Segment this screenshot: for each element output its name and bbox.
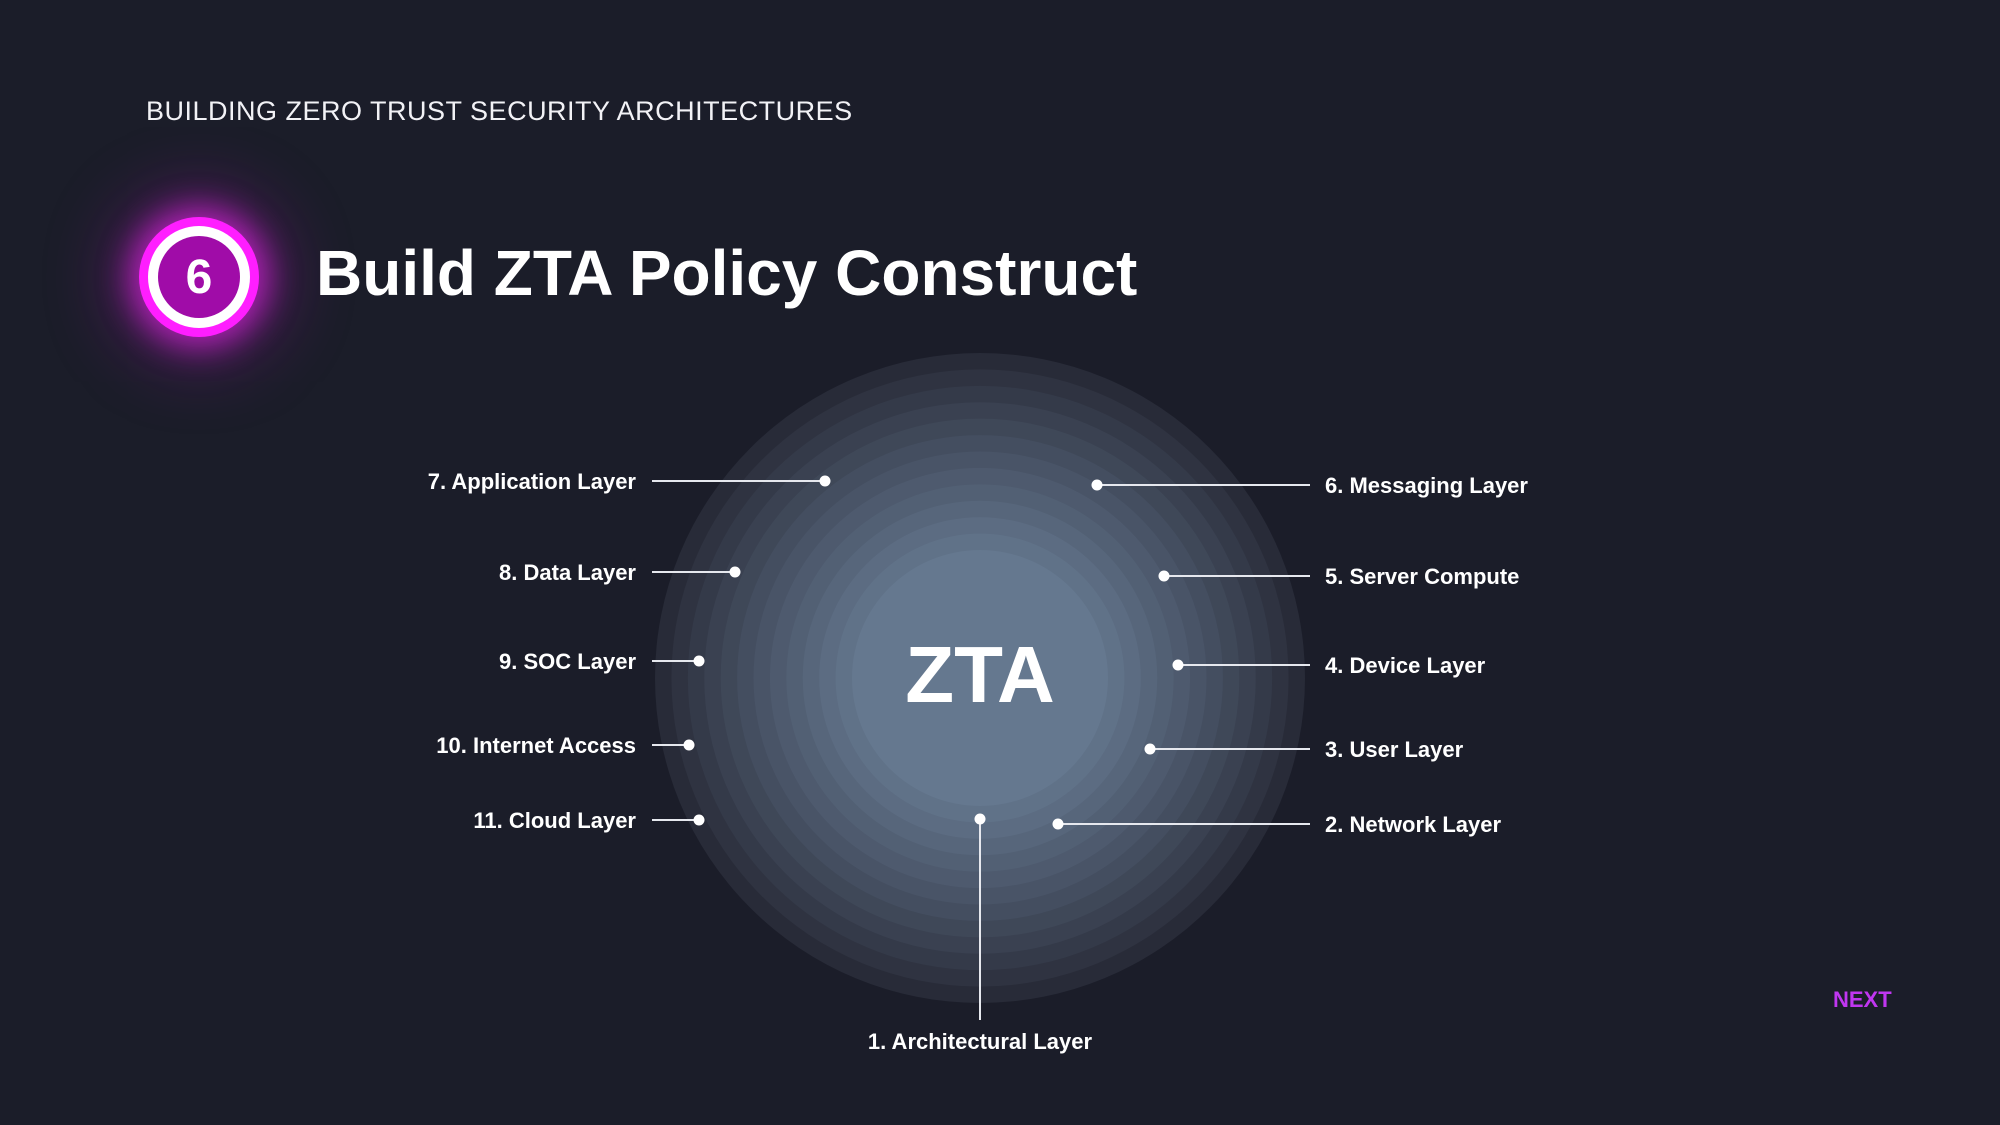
connector-dot [693,655,705,667]
layer-connector: 9. SOC Layer [499,649,705,674]
layer-connector: 10. Internet Access [436,733,695,758]
layer-connector: 3. User Layer [1144,737,1464,762]
layer-label: 11. Cloud Layer [473,808,636,833]
layer-label: 4. Device Layer [1325,653,1486,678]
connector-dot [1172,659,1184,671]
connector-dot [1158,570,1170,582]
layer-connector: 5. Server Compute [1158,564,1519,589]
next-button[interactable]: NEXT [1833,987,1892,1012]
layer-label: 7. Application Layer [428,469,637,494]
layer-label: 6. Messaging Layer [1325,473,1528,498]
layer-label: 10. Internet Access [436,733,636,758]
layer-connector: 4. Device Layer [1172,653,1486,678]
layer-ring [852,550,1108,806]
connector-dot [974,813,986,825]
layer-label: 1. Architectural Layer [868,1029,1093,1054]
diagram-center-label: ZTA [905,630,1055,719]
connector-dot [1091,479,1103,491]
layer-connector: 6. Messaging Layer [1091,473,1528,498]
layer-connector: 2. Network Layer [1052,812,1502,837]
connector-dot [729,566,741,578]
layer-label: 9. SOC Layer [499,649,636,674]
layer-label: 8. Data Layer [499,560,636,585]
layer-label: 3. User Layer [1325,737,1464,762]
step-number-badge: 6 [139,217,259,337]
step-number: 6 [158,236,240,318]
page-subtitle: BUILDING ZERO TRUST SECURITY ARCHITECTUR… [146,96,853,126]
layer-label: 2. Network Layer [1325,812,1502,837]
page-title: Build ZTA Policy Construct [316,237,1138,309]
connector-dot [693,814,705,826]
layer-connector: 11. Cloud Layer [473,808,705,833]
connector-dot [683,739,695,751]
layer-connectors: 1. Architectural Layer 2. Network Layer 3.… [428,469,1529,1054]
connector-dot [1052,818,1064,830]
connector-dot [1144,743,1156,755]
layer-connector: 8. Data Layer [499,560,741,585]
layer-label: 5. Server Compute [1325,564,1519,589]
layer-connector: 7. Application Layer [428,469,831,494]
connector-dot [819,475,831,487]
layer-connector: 1. Architectural Layer [868,813,1093,1054]
